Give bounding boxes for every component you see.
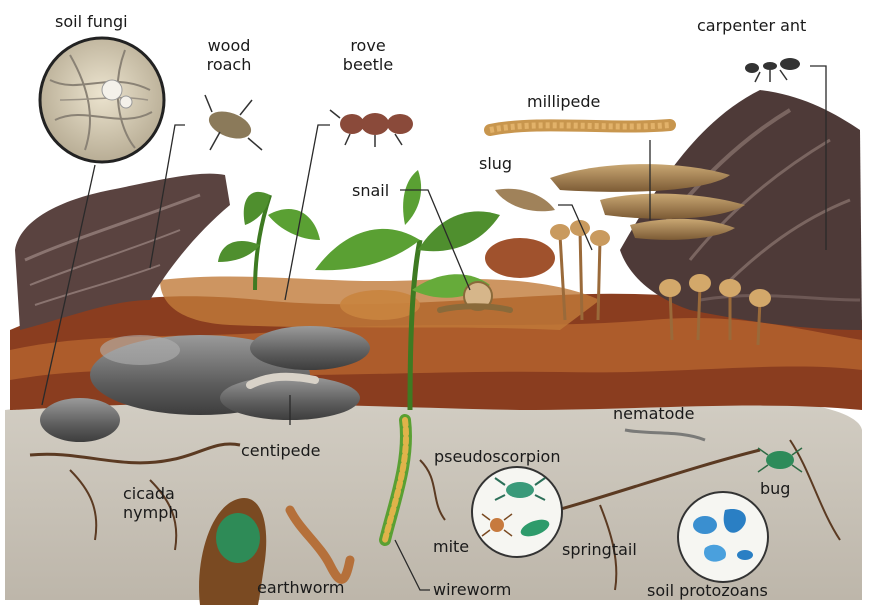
- label-wireworm: wireworm: [433, 580, 511, 599]
- label-springtail: springtail: [562, 540, 637, 559]
- microarthropod-magnified: [472, 467, 562, 557]
- label-slug: slug: [479, 154, 512, 173]
- label-soil-fungi: soil fungi: [55, 12, 128, 31]
- slug-illustration: [495, 189, 555, 212]
- label-pseudoscorpion: pseudoscorpion: [434, 447, 560, 466]
- label-earthworm: earthworm: [257, 578, 344, 597]
- label-nematode: nematode: [613, 404, 694, 423]
- soil-fungi-magnified: [40, 38, 164, 162]
- label-centipede: centipede: [241, 441, 321, 460]
- carpenter-ant-illustration: [745, 58, 800, 82]
- millipede-illustration: [490, 125, 670, 130]
- label-cicada-nymph: cicada nymph: [123, 484, 179, 522]
- label-snail: snail: [352, 181, 389, 200]
- label-carpenter-ant: carpenter ant: [697, 16, 806, 35]
- rove-beetle-illustration: [330, 110, 413, 147]
- protozoans-magnified: [678, 492, 768, 582]
- label-wood-roach: wood roach: [194, 36, 264, 74]
- wood-roach-illustration: [205, 95, 262, 150]
- label-mite: mite: [433, 537, 469, 556]
- label-rove-beetle: rove beetle: [338, 36, 398, 74]
- label-soil-protozoans: soil protozoans: [647, 581, 768, 600]
- label-bug: bug: [760, 479, 790, 498]
- label-millipede: millipede: [527, 92, 600, 111]
